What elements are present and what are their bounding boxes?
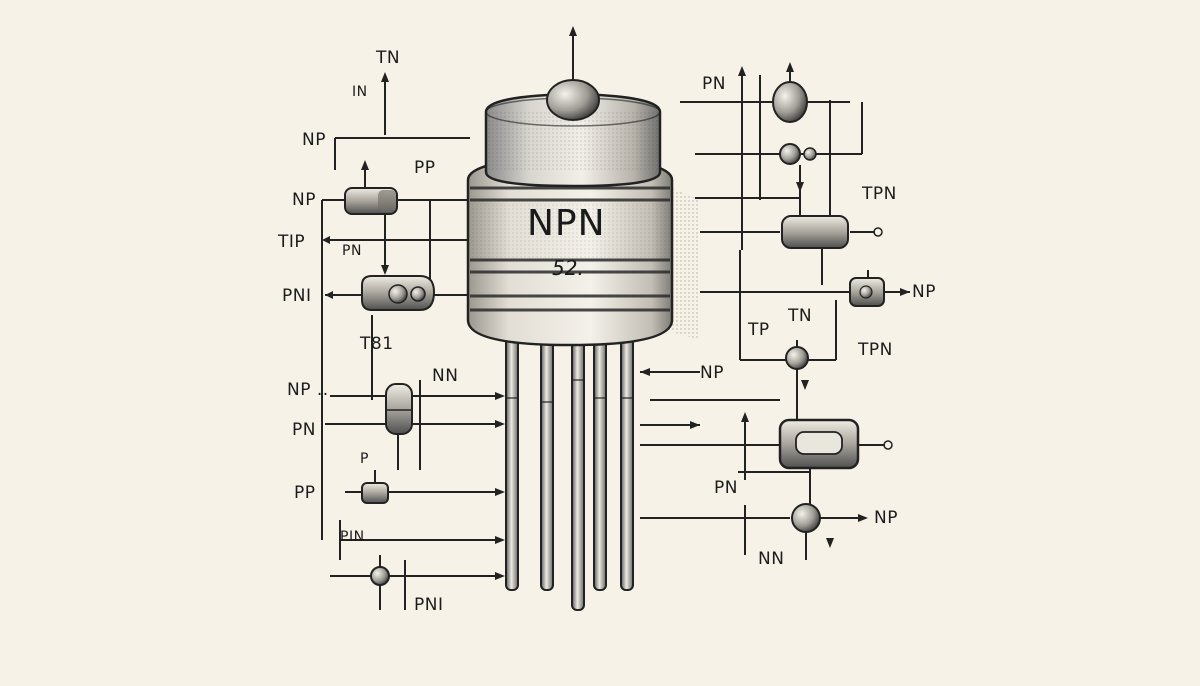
label-np-top: NP	[302, 130, 326, 150]
label-pp-top: PP	[414, 158, 436, 178]
right-components	[772, 72, 893, 533]
label-tpn-low: TPN	[858, 340, 893, 360]
label-pni-low: PNI	[414, 595, 444, 615]
label-np-mid: NP	[292, 190, 316, 210]
left-arrows	[322, 72, 505, 580]
transistor-marking: 52.	[552, 256, 584, 280]
label-t81: T81	[360, 334, 394, 354]
label-pn-top-right: PN	[702, 74, 726, 94]
label-pn-mid: PN	[342, 243, 362, 259]
label-np-arrow: NP	[700, 363, 724, 383]
right-arrows	[640, 62, 910, 548]
label-pin: PIN	[340, 529, 365, 545]
label-pn-low-right: PN	[714, 478, 738, 498]
left-components	[344, 187, 436, 586]
label-tip: TIP	[278, 232, 306, 252]
label-pni-mid: PNI	[282, 286, 312, 306]
label-tn-left: TN	[376, 48, 401, 68]
label-in: IN	[352, 84, 368, 100]
label-tp: TP	[748, 320, 770, 340]
label-nn-left: NN	[432, 366, 459, 386]
label-nn-right: NN	[758, 549, 785, 569]
transistor-type-label: NPN	[527, 203, 606, 244]
label-tn-right: TN	[788, 306, 813, 326]
label-np-side: NP	[912, 282, 936, 302]
transistor-body	[466, 26, 700, 611]
label-np-bottom: NP	[874, 508, 898, 528]
label-pp-low: PP	[294, 483, 316, 503]
label-tpn-top: TPN	[862, 184, 897, 204]
label-np-dots: NP ..	[287, 380, 329, 400]
label-p-low: P	[360, 451, 369, 467]
label-pn-low: PN	[292, 420, 316, 440]
